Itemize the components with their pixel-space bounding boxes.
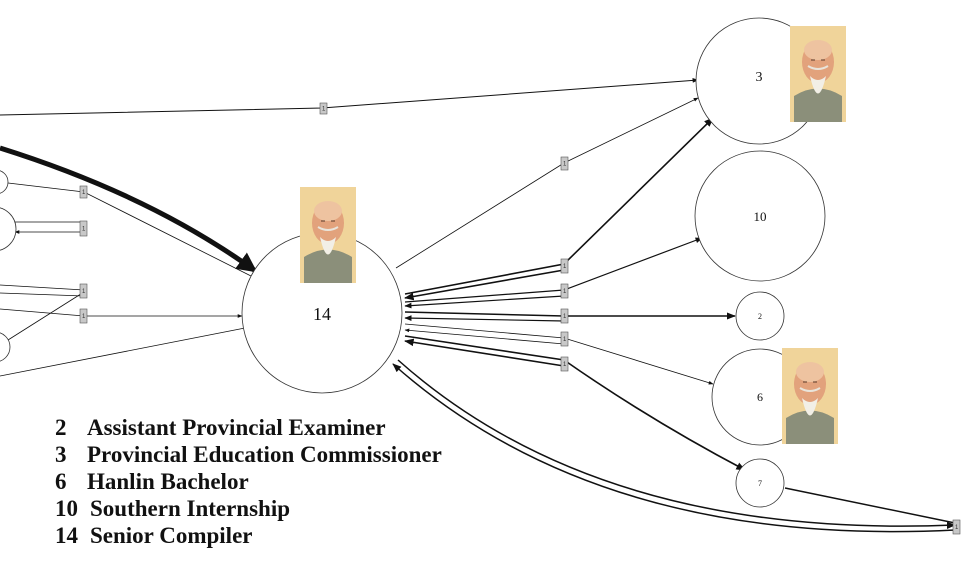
legend-text: Assistant Provincial Examiner <box>87 415 386 440</box>
edge-label-text: 1 <box>563 362 567 368</box>
edge-label-box: 1 <box>560 308 569 324</box>
legend-number: 6 <box>55 469 67 494</box>
edge-label-box: 1 <box>560 258 569 274</box>
edge-label-text: 1 <box>82 190 86 196</box>
edge-label-boxes: 1 1 1 1 1 1 1 1 1 1 1 1 <box>79 102 961 535</box>
portrait-image <box>789 25 847 123</box>
edge-label-box: 1 <box>560 331 569 347</box>
node-label: 6 <box>757 390 763 404</box>
edge-label-box: 1 <box>79 308 88 324</box>
node-3[interactable]: 3 <box>695 17 847 145</box>
edge-label-text: 1 <box>82 314 86 320</box>
edge-label-text: 1 <box>82 227 86 233</box>
edge-label-box: 1 <box>79 185 88 199</box>
edge-label-box: 1 <box>560 283 569 299</box>
edge-label-text: 1 <box>563 289 567 295</box>
edge-label-text: 1 <box>563 314 567 320</box>
edge-label-box: 1 <box>560 356 569 372</box>
edge-label-text: 1 <box>322 107 326 113</box>
edge-label-box: 1 <box>952 519 961 535</box>
offscreen-nodes <box>0 170 17 362</box>
node-2[interactable]: 2 <box>735 291 785 341</box>
node-label: 10 <box>754 209 767 224</box>
legend-text: Senior Compiler <box>90 523 253 548</box>
legend-number: 14 <box>55 523 78 548</box>
node-14[interactable]: 14 <box>241 186 403 394</box>
legend-item: 10 Southern Internship <box>55 495 442 522</box>
legend-text: Hanlin Bachelor <box>87 469 249 494</box>
node-10[interactable]: 10 <box>694 150 826 282</box>
legend-item: 2 Assistant Provincial Examiner <box>55 414 442 441</box>
node-label: 3 <box>756 70 763 85</box>
legend-item: 14 Senior Compiler <box>55 522 442 549</box>
node-6[interactable]: 6 <box>711 347 839 446</box>
legend-item: 3 Provincial Education Commissioner <box>55 441 442 468</box>
edge-label-box: 1 <box>319 102 328 115</box>
edge-label-text: 1 <box>563 337 567 343</box>
legend-number: 2 <box>55 415 67 440</box>
legend: 2 Assistant Provincial Examiner 3 Provinci… <box>55 414 442 549</box>
legend-text: Southern Internship <box>90 496 291 521</box>
legend-item: 6 Hanlin Bachelor <box>55 468 442 495</box>
node-label: 2 <box>758 312 762 321</box>
portrait-image <box>781 347 839 445</box>
edge-label-text: 1 <box>955 525 959 531</box>
node-partial <box>0 207 17 251</box>
edge-label-box: 1 <box>79 220 88 237</box>
edge-label-text: 1 <box>563 264 567 270</box>
edge-label-text: 1 <box>563 162 567 168</box>
portrait-image <box>299 186 357 284</box>
legend-number: 10 <box>55 496 78 521</box>
legend-number: 3 <box>55 442 67 467</box>
legend-text: Provincial Education Commissioner <box>87 442 442 467</box>
node-partial <box>0 332 11 362</box>
edge-label-box: 1 <box>560 156 569 171</box>
edge-label-text: 1 <box>82 289 86 295</box>
node-partial <box>0 170 9 194</box>
node-label: 7 <box>758 479 762 488</box>
edge-label-box: 1 <box>79 283 88 299</box>
node-7[interactable]: 7 <box>735 458 785 508</box>
node-label: 14 <box>313 304 331 324</box>
